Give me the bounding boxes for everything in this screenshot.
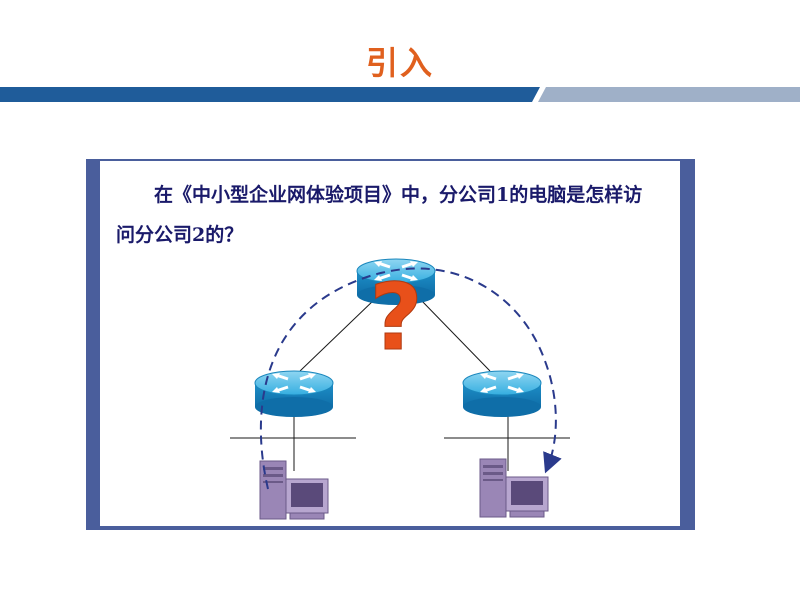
computer-icon[interactable] bbox=[479, 458, 549, 518]
network-diagram: ? bbox=[230, 257, 570, 520]
content-panel: 在《中小型企业网体验项目》中，分公司1的电脑是怎样访问分公司2的？ bbox=[100, 161, 680, 526]
question-text: 在《中小型企业网体验项目》中，分公司1的电脑是怎样访问分公司2的？ bbox=[116, 184, 643, 246]
slide-title: 引入 bbox=[365, 44, 434, 82]
header-bar bbox=[0, 87, 800, 102]
traffic-path-arrow bbox=[259, 267, 562, 490]
content-frame: 在《中小型企业网体验项目》中，分公司1的电脑是怎样访问分公司2的？ bbox=[86, 159, 695, 530]
router-icon[interactable] bbox=[461, 369, 543, 419]
question-mark-icon: ? bbox=[369, 264, 422, 371]
